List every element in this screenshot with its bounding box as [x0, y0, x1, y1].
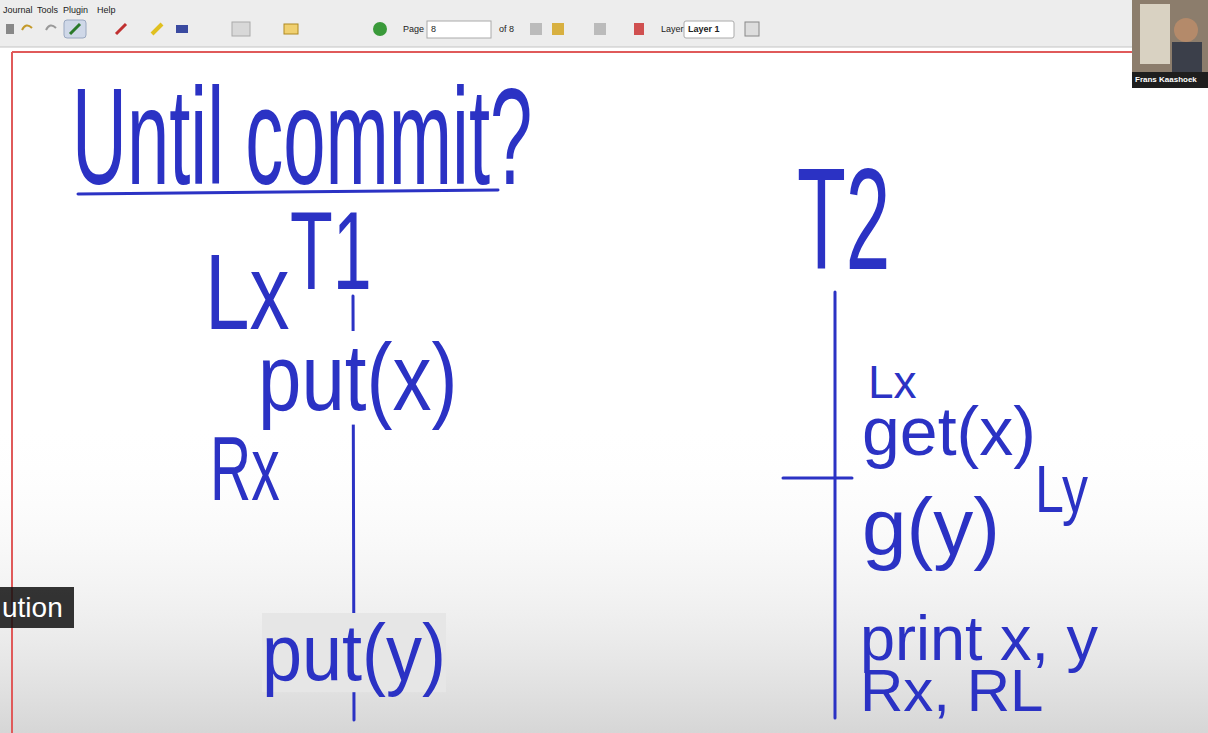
fullscreen-icon — [745, 22, 759, 36]
subtitle: ution — [2, 594, 63, 622]
video-shade — [0, 420, 1208, 733]
menu-item: Help — [97, 6, 116, 15]
heading: Until commit? — [72, 69, 532, 206]
toolbar-label: Layer — [661, 25, 684, 34]
nav-icon — [594, 23, 606, 35]
layer-icon — [284, 24, 298, 34]
menu-item: Plugin — [63, 6, 88, 15]
transaction-name: T2 — [797, 148, 890, 292]
timeline — [834, 292, 837, 718]
shape-icon — [176, 25, 188, 33]
webcam — [1132, 0, 1208, 88]
operation: get(x) — [862, 397, 1036, 465]
page-number: 8 — [431, 25, 436, 34]
eraser-icon — [116, 24, 126, 34]
operation: put(x) — [258, 331, 457, 425]
nav-icon — [530, 23, 542, 35]
speaker-name: Frans Kaashoek — [1135, 76, 1197, 84]
caption-box — [0, 587, 74, 628]
active-tool — [64, 20, 86, 38]
release-step: Rx, RL — [860, 661, 1043, 721]
menu-item: Tools — [37, 6, 58, 15]
webcam-person — [1174, 18, 1198, 42]
name-strip — [1132, 72, 1208, 88]
commit-tick — [783, 477, 852, 480]
menu-item: Journal — [3, 6, 33, 15]
toolbar-label: Page — [403, 25, 424, 34]
page-input — [427, 21, 491, 38]
undo-icon — [22, 25, 32, 30]
operation: print x, y — [860, 607, 1098, 670]
refresh-icon — [373, 22, 387, 36]
page-border — [12, 51, 1132, 53]
webcam-scene — [1140, 4, 1170, 64]
layer-select — [684, 21, 734, 38]
layer-name: Layer 1 — [688, 25, 720, 34]
tool-icon — [6, 24, 14, 34]
lock-step: Ly — [1035, 455, 1088, 523]
toolbar-label: of 8 — [499, 25, 514, 34]
transaction-name: T1 — [290, 195, 372, 307]
release-step: Rx — [210, 423, 280, 514]
webcam-person — [1172, 42, 1202, 72]
operation: put(y) — [262, 613, 446, 692]
select-icon — [232, 22, 250, 36]
toolbar-edge — [0, 47, 1208, 48]
page-border — [11, 52, 13, 733]
redo-icon — [46, 25, 56, 30]
toolbar — [0, 0, 1208, 47]
highlighter-icon — [152, 24, 162, 34]
nav-icon — [552, 23, 564, 35]
operation: g(y) — [862, 487, 1000, 567]
delete-icon — [634, 23, 644, 35]
pen-icon — [70, 24, 80, 34]
